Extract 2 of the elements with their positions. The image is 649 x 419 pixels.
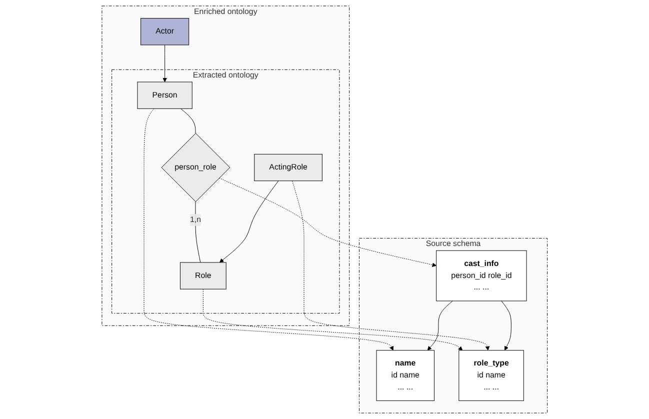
connector — [195, 201, 201, 263]
connector — [180, 108, 196, 134]
